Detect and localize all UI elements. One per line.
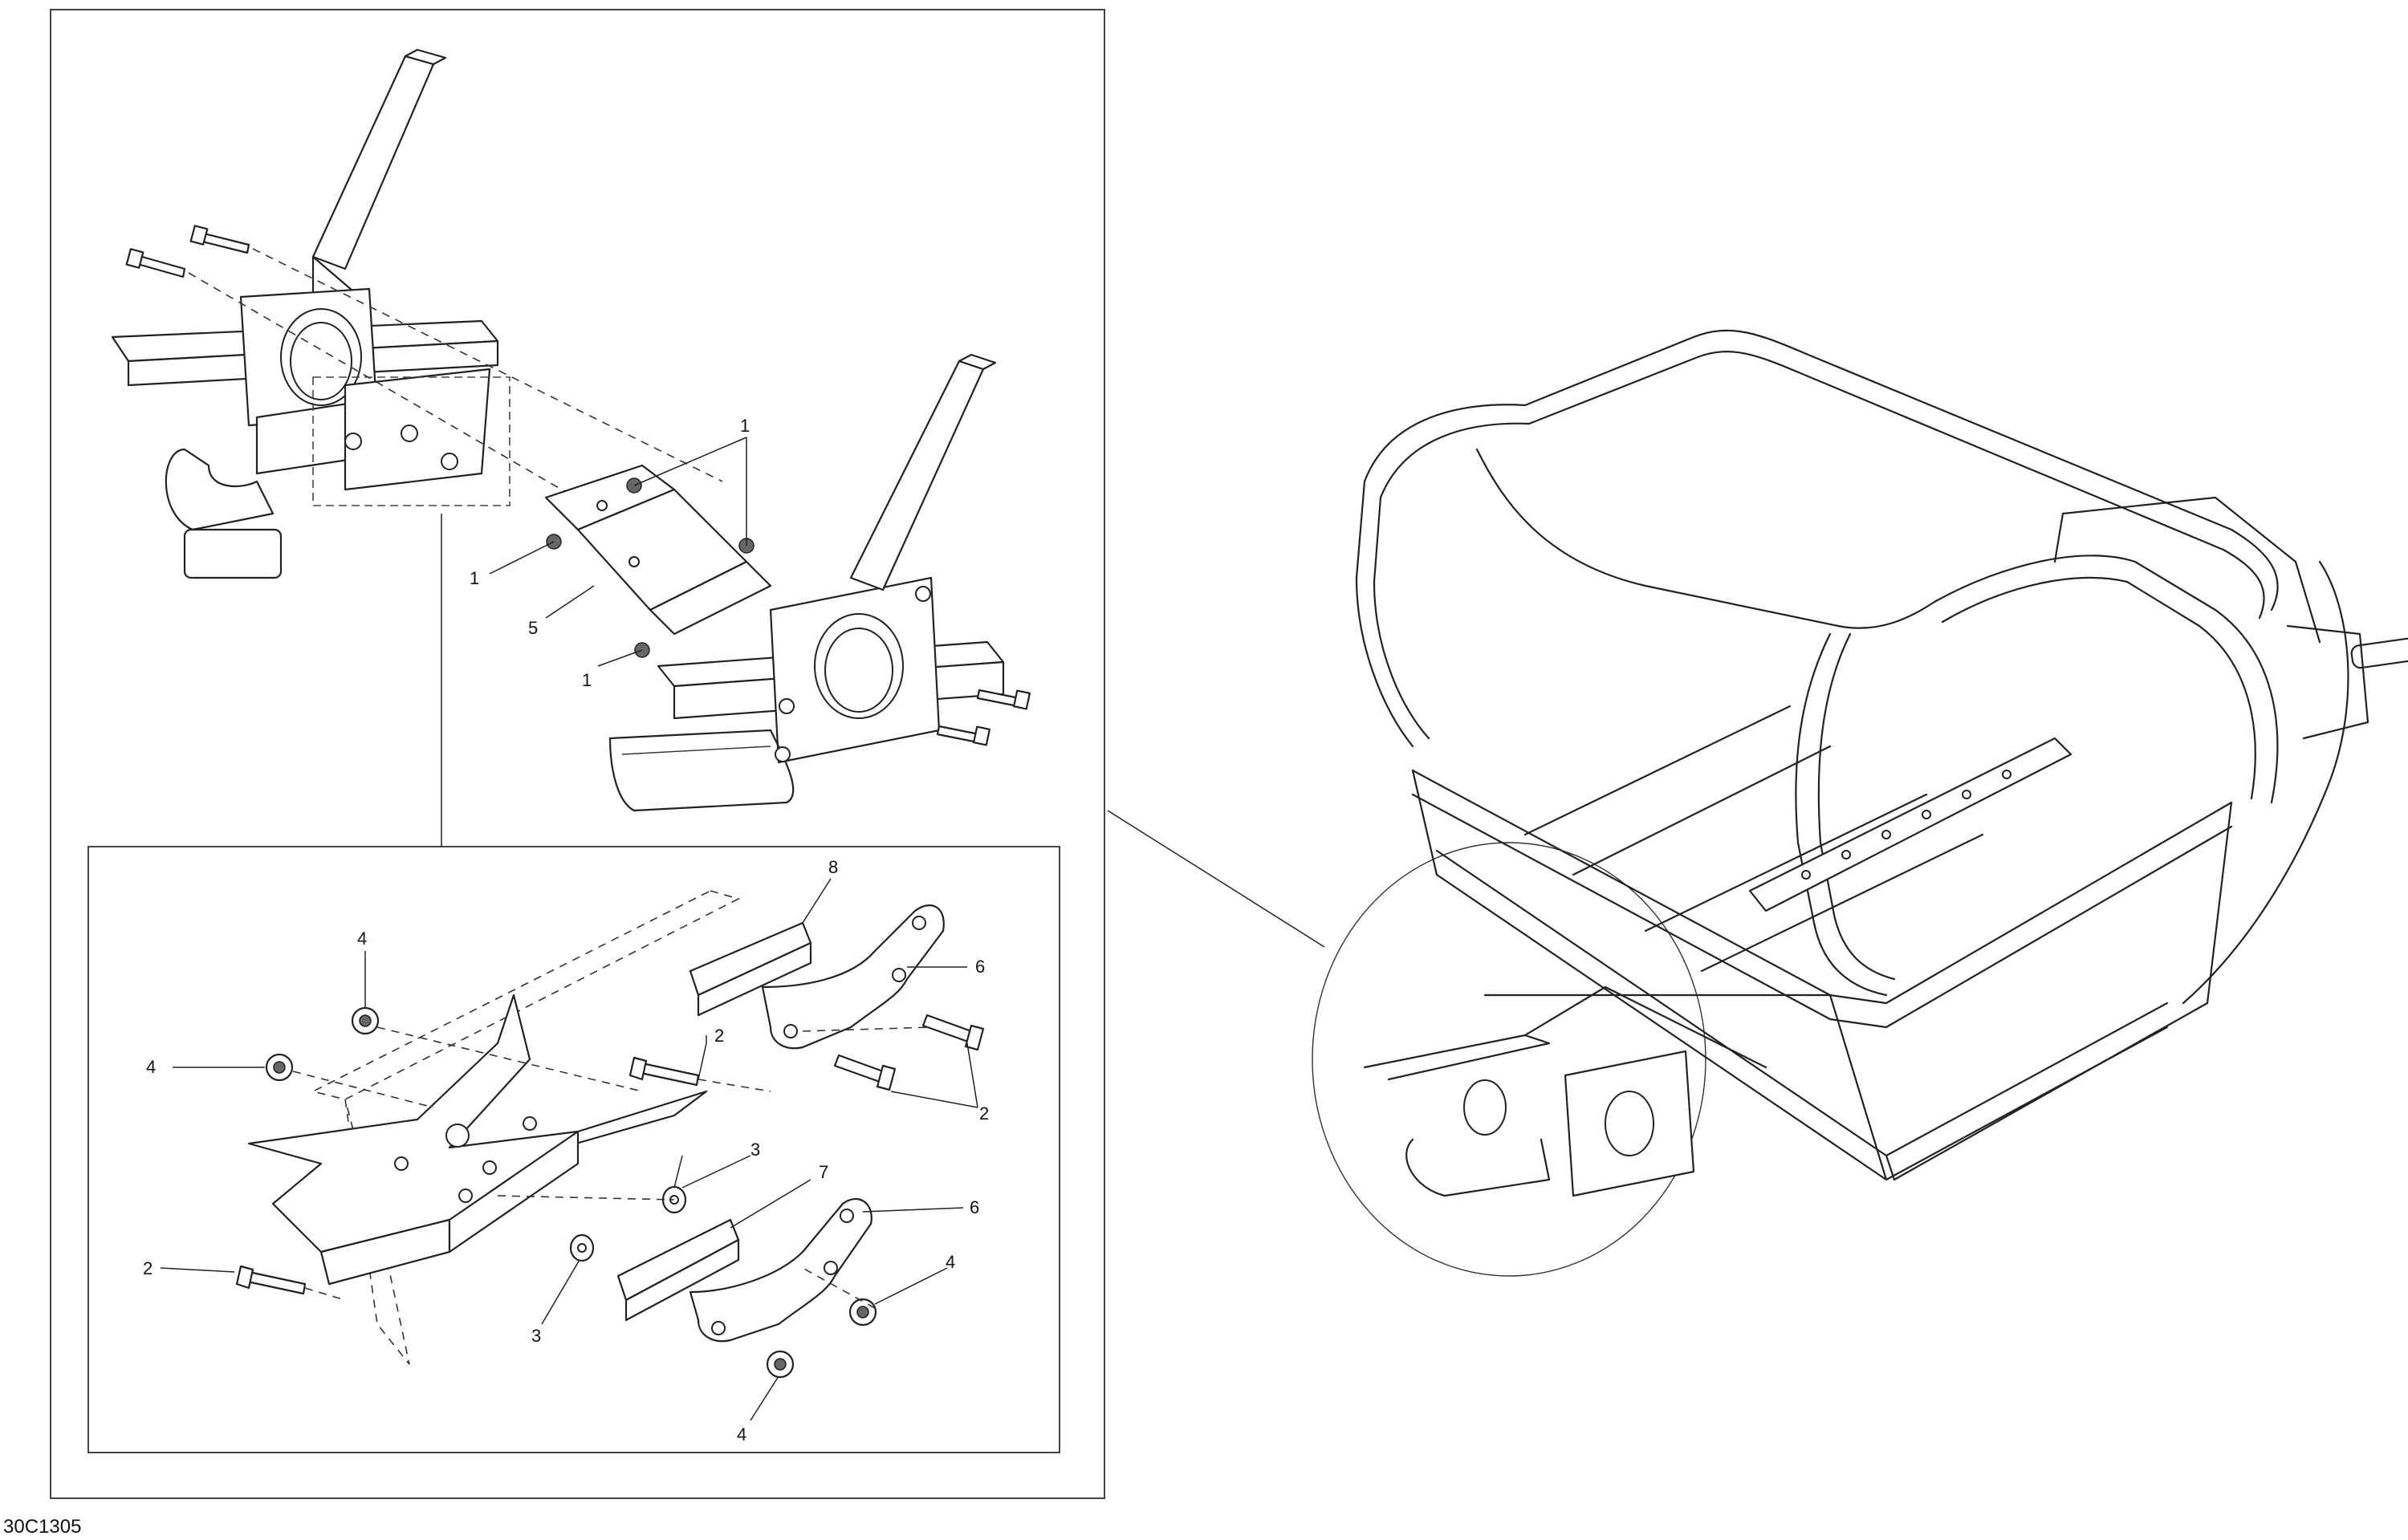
callout-5: 5 (528, 618, 538, 638)
bolt-2-a (628, 1056, 700, 1087)
callout-2-mid: 2 (714, 1026, 724, 1046)
curved-bracket-lower (689, 1198, 872, 1343)
drawing-code: 30C1305 (3, 1516, 81, 1538)
callout-2-left: 2 (143, 1258, 153, 1278)
upper-right-bolts (936, 689, 1031, 746)
callout-3-bottom: 3 (531, 1326, 541, 1346)
callout-4-top: 4 (357, 928, 367, 949)
callout-4-bottom: 4 (737, 1424, 746, 1445)
callout-1-bottom: 1 (582, 670, 592, 690)
bolt-2-b (921, 1014, 985, 1051)
bolt-2-c (833, 1054, 897, 1091)
exploded-view-frame (50, 9, 1105, 1499)
zoom-connector-line (1107, 810, 1325, 948)
callout-7: 7 (819, 1162, 828, 1182)
callout-4-left: 4 (146, 1057, 156, 1077)
detail-view-frame (87, 846, 1060, 1453)
upper-callouts: 1 1 1 5 (470, 416, 750, 690)
lower-callouts: 8 6 4 4 2 2 3 7 6 4 2 3 (143, 857, 989, 1445)
center-bracket-part-5 (544, 464, 772, 658)
vehicle-frame (1312, 329, 2408, 1277)
bolt-2-d (235, 1265, 307, 1295)
callout-3-top: 3 (750, 1140, 760, 1160)
lower-detail-assembly: 8 6 4 4 2 2 3 7 6 4 2 3 (143, 857, 989, 1445)
skid-plate (247, 993, 708, 1286)
zoom-circle (1312, 842, 1706, 1277)
spacer-bar-8 (689, 921, 812, 1017)
callout-4-right: 4 (946, 1252, 955, 1272)
callout-6-bottom: 6 (970, 1197, 979, 1217)
right-frame-section (608, 353, 1005, 812)
left-frame-section (111, 48, 510, 579)
callout-1-top: 1 (740, 416, 750, 436)
callout-1-left: 1 (470, 568, 479, 588)
callout-6-top: 6 (975, 957, 985, 977)
spacer-bar-7 (616, 1218, 740, 1322)
callout-2-right: 2 (979, 1103, 989, 1124)
callout-8: 8 (828, 857, 838, 877)
upper-exploded-assembly: 1 1 1 5 (111, 48, 1031, 812)
curved-bracket-upper (761, 904, 945, 1050)
